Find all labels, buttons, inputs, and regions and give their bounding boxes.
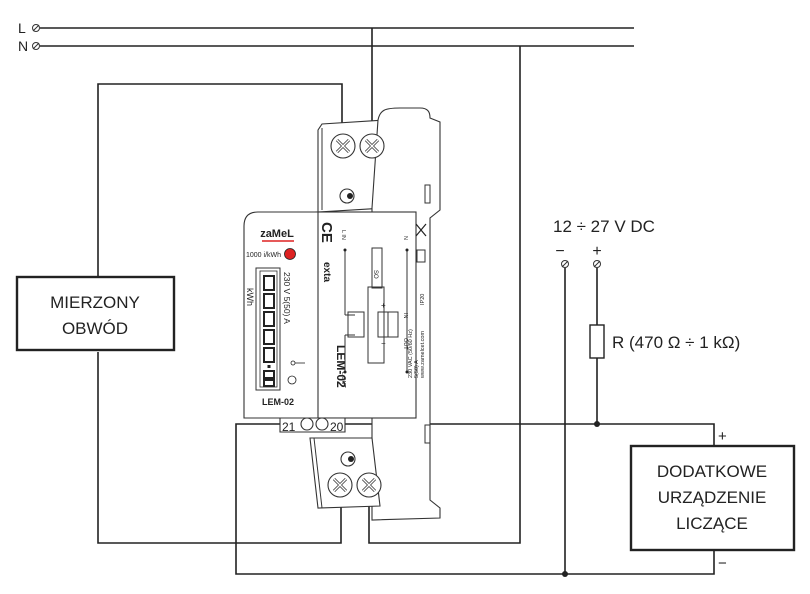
pin-minus-label: − bbox=[381, 339, 386, 348]
counter-plus-label: + bbox=[718, 428, 727, 445]
resistor-icon bbox=[589, 324, 605, 359]
line-label: L bbox=[18, 20, 26, 36]
counter-device-line3: LICZĄCE bbox=[676, 514, 748, 533]
side-spec-2: 5(50) A bbox=[414, 360, 420, 378]
in-label: IN bbox=[402, 313, 408, 319]
dc-minus-label: − bbox=[555, 243, 564, 260]
line-terminal-icon bbox=[32, 24, 40, 32]
pulse-led-icon bbox=[284, 248, 296, 260]
rating-label: 230 V 5(50) A bbox=[282, 272, 292, 324]
wire-load-return bbox=[97, 352, 342, 544]
model-front-label: LEM-02 bbox=[262, 397, 294, 407]
meter-slot bbox=[424, 184, 431, 204]
dc-minus-terminal-icon bbox=[561, 260, 569, 268]
screw-icon bbox=[330, 133, 356, 159]
l-in-label: L IN bbox=[340, 230, 346, 240]
pulse-terminal-icon bbox=[387, 311, 399, 338]
wire-l-out-top bbox=[97, 83, 343, 280]
unit-label: kWh bbox=[245, 288, 255, 306]
resistor-label: R (470 Ω ÷ 1 kΩ) bbox=[612, 333, 740, 352]
counter-device-line2: URZĄDZENIE bbox=[658, 488, 767, 507]
supply-lines: L N bbox=[18, 20, 634, 54]
measured-circuit-line1: MIERZONY bbox=[50, 293, 140, 312]
neutral-terminal-icon bbox=[32, 42, 40, 50]
circuit-wires bbox=[97, 28, 715, 577]
neutral-label: N bbox=[18, 38, 28, 54]
meter-slot bbox=[424, 424, 431, 444]
resistor: R (470 Ω ÷ 1 kΩ) bbox=[589, 324, 740, 359]
measured-circuit-line2: OBWÓD bbox=[62, 319, 128, 338]
website: www.zamelcet.com bbox=[420, 331, 426, 379]
counter-device-box: DODATKOWE URZĄDZENIE LICZĄCE + − bbox=[629, 428, 796, 572]
pin-plus-label: + bbox=[381, 301, 386, 310]
out-label: OUT bbox=[402, 338, 408, 350]
wire-neutral bbox=[368, 46, 521, 544]
wire-pulse-plus bbox=[345, 423, 715, 446]
dc-supply-label: 12 ÷ 27 V DC bbox=[553, 217, 655, 236]
so-label: SO bbox=[372, 270, 378, 279]
meter-front-panel bbox=[243, 211, 319, 419]
wire-pulse-minus bbox=[235, 423, 565, 575]
energy-meter: zaMeL 1000 i/kWh kWh 230 V 5(50) A LEM-0… bbox=[243, 107, 441, 521]
exta-logo: exta bbox=[321, 262, 332, 282]
ce-mark: CE bbox=[318, 222, 335, 243]
ip-rating: IP20 bbox=[420, 294, 426, 305]
screw-icon bbox=[315, 417, 329, 431]
dc-supply: 12 ÷ 27 V DC − + bbox=[553, 217, 655, 268]
class-symbol-icon bbox=[287, 375, 297, 385]
counter-minus-label: − bbox=[718, 555, 727, 572]
display-digits bbox=[263, 275, 275, 387]
weee-icon bbox=[415, 223, 427, 237]
meter-side-panel bbox=[315, 211, 417, 419]
pulse-terminal-20-label: 20 bbox=[330, 420, 344, 434]
screw-icon bbox=[327, 472, 353, 498]
pulse-terminal-21-label: 21 bbox=[282, 420, 296, 434]
wire-dc-minus bbox=[564, 268, 715, 575]
internal-relay-icon bbox=[347, 311, 365, 338]
screw-icon bbox=[356, 472, 382, 498]
so-output-icon bbox=[371, 247, 383, 289]
brand-logo: zaMeL bbox=[260, 228, 294, 240]
pulse-rate-label: 1000 i/kWh bbox=[246, 252, 281, 259]
screw-icon bbox=[359, 133, 385, 159]
n-label: N bbox=[402, 236, 408, 240]
dc-plus-label: + bbox=[592, 243, 601, 260]
measured-circuit-box: MIERZONY OBWÓD bbox=[15, 275, 176, 352]
counter-device-line1: DODATKOWE bbox=[657, 462, 767, 481]
junction-dot bbox=[562, 571, 568, 577]
dc-plus-terminal-icon bbox=[593, 260, 601, 268]
junction-dot bbox=[594, 421, 600, 427]
side-spec-1: 230 VAC (50/60 Hz) bbox=[408, 329, 414, 378]
l-out-label: L OUT bbox=[340, 372, 346, 389]
screw-icon bbox=[300, 417, 314, 431]
